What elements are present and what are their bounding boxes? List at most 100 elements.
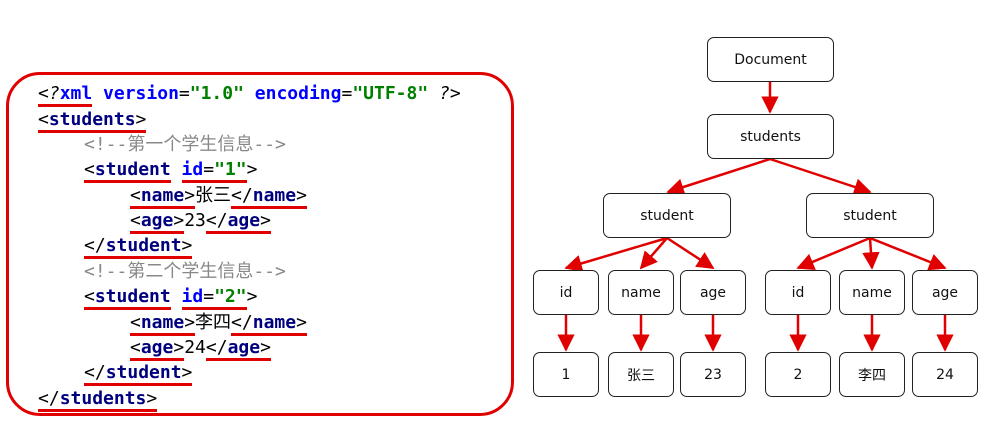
- lt: </: [205, 337, 228, 358]
- name1-close-tag: </name>: [231, 185, 307, 209]
- tag-name: name: [252, 312, 297, 333]
- name1-open-tag: <name>: [130, 185, 196, 209]
- arrow-student-a-id: [564, 236, 668, 272]
- lt: </: [84, 235, 106, 256]
- xml-code-panel: [6, 72, 514, 416]
- students-open-tag: <students>: [38, 109, 147, 133]
- node-student-b: student: [806, 193, 934, 238]
- age1-open-tag: <age>: [130, 210, 185, 234]
- lt: </: [231, 312, 253, 333]
- node-a-id-value: 1: [533, 352, 599, 397]
- student2-close-line: </student>: [84, 361, 193, 386]
- age2-text: 24: [184, 337, 206, 358]
- student2-open-tag: <student: [84, 286, 171, 310]
- gt: >: [173, 337, 185, 358]
- node-b-name: name: [839, 270, 905, 315]
- student2-open-line: <student id="2">: [84, 285, 257, 310]
- student1-id-attr: id="1": [181, 159, 247, 183]
- node-a-name-value: 张三: [608, 352, 674, 397]
- name2-text: 李四: [195, 312, 232, 333]
- lt: </: [231, 185, 253, 206]
- name2-line: <name>李四</name>: [130, 311, 307, 336]
- gt: >: [181, 235, 193, 256]
- age2-line: <age>24</age>: [130, 336, 271, 361]
- eq: =: [203, 159, 215, 180]
- gt: >: [184, 312, 196, 333]
- tag-name: student: [94, 286, 171, 307]
- decl-encoding-attr: encoding: [254, 83, 342, 104]
- tag-name: name: [252, 185, 297, 206]
- tag-name: age: [140, 337, 174, 358]
- name1-text: 张三: [195, 185, 232, 206]
- lt: <: [38, 109, 49, 130]
- node-b-name-value: 李四: [839, 352, 905, 397]
- tag-name: age: [140, 210, 174, 231]
- age2-close-tag: </age>: [205, 337, 271, 361]
- gt: >: [173, 210, 185, 231]
- name2-close-tag: </name>: [231, 312, 307, 336]
- xml-declaration-line: <?xml version="1.0" encoding="UTF-8" ?>: [38, 82, 461, 107]
- age1-close-tag: </age>: [205, 210, 271, 234]
- student1-close-line: </student>: [84, 234, 193, 259]
- tag-name: age: [227, 210, 261, 231]
- lt: </: [38, 388, 60, 409]
- tag-name: student: [105, 235, 182, 256]
- decl-version-attr: version: [103, 83, 179, 104]
- gt: >: [146, 388, 158, 409]
- decl-encoding-value: "UTF-8": [352, 83, 429, 104]
- students-open-line: <students>: [38, 108, 147, 133]
- lt: </: [205, 210, 228, 231]
- lt: <: [84, 286, 95, 307]
- age1-line: <age>23</age>: [130, 209, 271, 234]
- age1-text: 23: [184, 210, 206, 231]
- gt: >: [296, 185, 307, 206]
- node-a-age-value: 23: [680, 352, 746, 397]
- attr-name: id: [181, 159, 204, 180]
- decl-eq: =: [178, 83, 190, 104]
- students-close-line: </students>: [38, 387, 158, 412]
- decl-xml: xml: [59, 83, 93, 107]
- gt: >: [184, 185, 196, 206]
- tag-name: name: [140, 185, 185, 206]
- decl-open: <?: [38, 83, 60, 107]
- node-b-id-value: 2: [765, 352, 831, 397]
- arrow-student-a-name: [639, 237, 668, 270]
- student2-id-attr: id="2": [181, 286, 247, 310]
- node-a-name: name: [608, 270, 674, 315]
- node-b-age-value: 24: [912, 352, 978, 397]
- gt: >: [260, 337, 271, 358]
- attr-name: id: [181, 286, 204, 307]
- attr-value: "1": [214, 159, 247, 180]
- arrow-student-a-age: [666, 236, 715, 270]
- tag-name: name: [140, 312, 185, 333]
- arrow-student-b-name: [862, 237, 880, 270]
- attr-value: "2": [214, 286, 247, 307]
- comment-first-student: <!--第一个学生信息-->: [84, 134, 286, 155]
- lt: <: [130, 185, 141, 206]
- arrow-student-b-id: [796, 236, 871, 271]
- gt: >: [135, 109, 147, 130]
- gt: >: [246, 159, 258, 180]
- students-close-tag: </students>: [38, 388, 158, 412]
- node-a-id: id: [533, 270, 599, 315]
- lt: <: [130, 312, 141, 333]
- comment-second-student: <!--第二个学生信息-->: [84, 261, 286, 282]
- name2-open-tag: <name>: [130, 312, 196, 336]
- lt: <: [130, 210, 141, 231]
- age2-open-tag: <age>: [130, 337, 185, 361]
- student2-close-tag: </student>: [84, 362, 193, 386]
- student1-close-tag: </student>: [84, 235, 193, 259]
- lt: </: [84, 362, 106, 383]
- tag-name: students: [48, 109, 136, 130]
- tag-name: student: [94, 159, 171, 180]
- node-b-id: id: [765, 270, 831, 315]
- decl-version-value: "1.0": [189, 83, 244, 104]
- lt: <: [130, 337, 141, 358]
- tag-name: students: [59, 388, 147, 409]
- decl-close: ?>: [439, 83, 461, 104]
- node-document: Document: [707, 37, 834, 82]
- tag-name: student: [105, 362, 182, 383]
- gt: >: [296, 312, 307, 333]
- decl-eq: =: [341, 83, 353, 104]
- gt: >: [181, 362, 193, 383]
